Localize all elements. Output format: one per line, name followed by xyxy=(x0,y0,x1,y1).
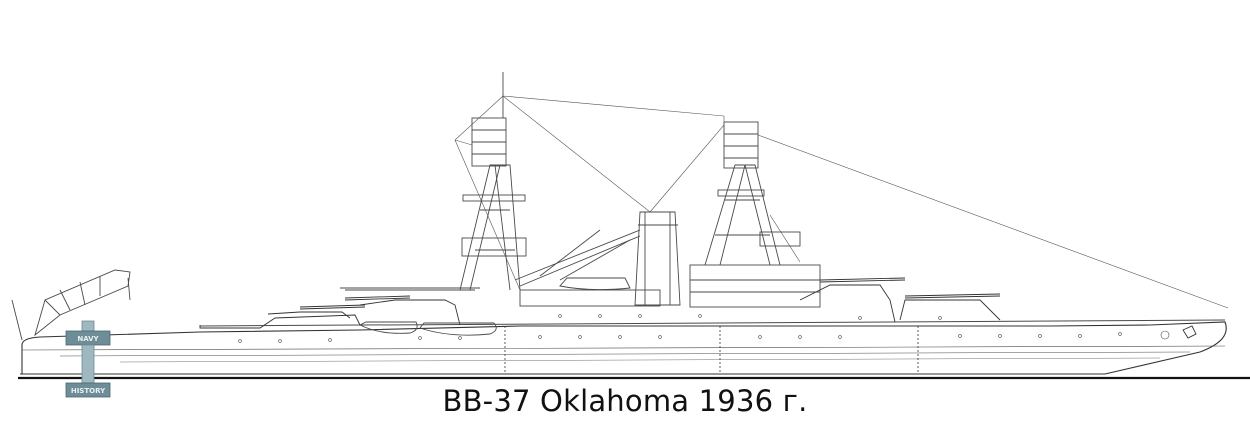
launch-boat xyxy=(559,277,631,291)
aft-cage-mast xyxy=(459,72,527,291)
logo-top-text: NAVY xyxy=(77,335,99,343)
portholes xyxy=(238,314,1170,343)
hull xyxy=(21,321,1227,375)
navy-history-logo: NAVY HISTORY xyxy=(65,320,111,398)
forward-turrets xyxy=(799,277,1001,323)
funnel xyxy=(634,211,681,306)
boat-cranes xyxy=(514,229,641,287)
stern-crane xyxy=(11,269,131,341)
rigging xyxy=(454,95,1229,309)
logo-bottom-text: HISTORY xyxy=(71,387,106,395)
anchor-mark xyxy=(1182,325,1197,339)
forward-cage-mast xyxy=(704,121,801,266)
battleship-outline xyxy=(11,72,1250,380)
drawing-caption: BB-37 Oklahoma 1936 г. xyxy=(442,384,808,418)
aft-turrets xyxy=(199,295,461,329)
aft-boats xyxy=(340,287,497,336)
